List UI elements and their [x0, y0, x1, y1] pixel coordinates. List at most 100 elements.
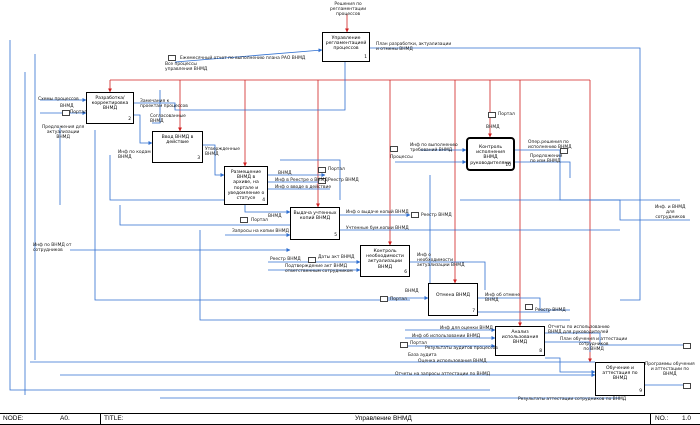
arrow-label: Инф для оценки ВНМД — [440, 326, 493, 331]
tunnel-tag — [525, 304, 533, 310]
arrow-label: Предложения по изм.ВНМД — [530, 154, 563, 164]
tunnel-tag — [683, 383, 691, 389]
title-label: TITLE: — [104, 415, 124, 422]
arrow-label: ВНМД — [60, 104, 74, 109]
arrow-label: Инф об отмене ВНМД — [485, 293, 520, 303]
title-value: Управление ВНМД — [355, 415, 412, 422]
arrow-label: Реестр ВНМД — [270, 257, 301, 262]
arrow-label: Инф по ВНМД от сотрудников — [33, 243, 72, 253]
box-10-title: Контроль исполнения ВНМД руководителями — [470, 145, 511, 166]
arrow-label: Оценка использования ВНМД — [418, 359, 487, 364]
box-3-number: 3 — [197, 155, 200, 161]
arrow-label: Инф в Реестре о ВНМД — [275, 178, 328, 183]
activity-box-8[interactable]: Анализ использования ВНМД 8 — [495, 326, 545, 356]
arrow-label: Инф о необходимости актуализации ВНМД — [417, 253, 465, 268]
arrow-label: Отчеты по использованию ВНМД для руковод… — [548, 325, 610, 335]
arrow-label: Портал — [328, 167, 345, 172]
box-6-number: 6 — [404, 269, 407, 275]
arrow-label: Учтенные бум.копии ВНМД — [346, 226, 409, 231]
arrow-label: Все процессы управления ВНМД — [165, 62, 208, 72]
tunnel-tag — [318, 167, 326, 173]
box-1-number: 1 — [364, 54, 367, 60]
control-arrows — [108, 14, 592, 363]
activity-box-1[interactable]: Управление регламентацией процессов 1 — [322, 32, 370, 62]
tunnel-tag — [168, 55, 176, 61]
arrow-label: Портал — [70, 110, 87, 115]
arrow-label: Опер.решения по исполнению ВНМД — [528, 140, 572, 150]
arrow-label: ВНМД — [486, 125, 500, 130]
arrow-label: Реестр ВНМД — [328, 178, 359, 183]
activity-box-5[interactable]: Выдача учтенных копий ВНМД 5 — [290, 207, 340, 240]
tunnel-tag — [411, 212, 419, 218]
arrow-label: Предложения для актуализации ВНМД — [42, 125, 85, 140]
arrow-label: Процессы — [390, 155, 413, 160]
box-9-title: Обучение и аттестация по ВНМД — [602, 366, 638, 382]
activity-box-4[interactable]: Размещение ВНМД в архиве, на портале и у… — [224, 166, 268, 205]
box-2-title: Разработка/ корректировка ВНМД — [91, 96, 129, 112]
tunnel-tag — [240, 217, 248, 223]
arrow-label: Инф по кодам ВНМД — [118, 150, 151, 160]
box-9-number: 9 — [639, 388, 642, 394]
arrow-label: Результаты аттестации сотрудников по ВНМ… — [518, 397, 627, 402]
arrow-label: Подтверждение акт ВНМД ответственным сот… — [285, 264, 353, 274]
arrow-label: Согласованные ВНМД — [150, 114, 186, 124]
arrow-label: Утвержденные ВНМД — [205, 147, 240, 157]
activity-box-3[interactable]: Ввод ВНМД в действие 3 — [152, 131, 203, 163]
arrow-label: Даты акт ВНМД — [318, 255, 355, 260]
arrow-label: Запросы на копии ВНМД — [232, 229, 289, 234]
box-5-number: 5 — [334, 232, 337, 238]
arrow-label: Результаты аудитов процессов — [425, 346, 498, 351]
arrow-label: Решения по регламентации процессов — [330, 2, 367, 17]
box-8-number: 8 — [539, 348, 542, 354]
arrow-label: Портал — [498, 112, 515, 117]
arrow-label: ВНМД — [405, 289, 419, 294]
tunnel-tag — [400, 342, 408, 348]
node-label: NODE: — [3, 415, 24, 422]
box-6-title: Контроль необходимости актуализации ВНМД — [366, 249, 404, 270]
tunnel-tag — [560, 148, 568, 154]
arrow-label: Инф по выполнению требований ВНМД — [410, 143, 458, 153]
tunnel-tag — [390, 146, 398, 152]
tunnel-tag — [308, 257, 316, 263]
activity-box-2[interactable]: Разработка/ корректировка ВНМД 2 — [86, 92, 134, 124]
arrow-label: План разработки, актуализации и отмены В… — [376, 42, 452, 52]
box-1-title: Управление регламентацией процессов — [325, 36, 367, 52]
arrow-label: Замечания к проектам процессов — [140, 99, 188, 109]
box-8-title: Анализ использования ВНМД — [501, 330, 539, 346]
arrow-label: План обучения и аттестации сотрудников п… — [560, 337, 628, 352]
box-7-title: Отмена ВНМД — [435, 293, 471, 298]
tunnel-tag — [683, 343, 691, 349]
arrow-label: Ежемесячный отчет по выполнению плана РА… — [180, 56, 306, 61]
tunnel-tag — [62, 110, 70, 116]
tunnel-tag — [380, 296, 388, 302]
activity-box-10[interactable]: Контроль исполнения ВНМД руководителями … — [466, 137, 515, 171]
tunnel-tag — [488, 112, 496, 118]
arrow-label: ВНМД — [278, 171, 292, 176]
arrow-label: ВНМД — [268, 214, 282, 219]
arrow-label: Отчеты на запросы аттестации по ВНМД — [395, 372, 491, 377]
arrow-label: Портал — [251, 218, 268, 223]
box-2-number: 2 — [128, 116, 131, 122]
box-10-number: 10 — [505, 162, 511, 168]
arrow-label: Реестр ВНМД — [421, 213, 452, 218]
arrow-label: Инф о выдаче копий ВНМД — [346, 210, 409, 215]
diagram-footer: NODE: A0. TITLE: Управление ВНМД NO.: 1.… — [0, 413, 700, 425]
tunnel-tag — [318, 178, 326, 184]
arrow-label: Схемы процессов — [38, 97, 79, 102]
arrow-label: Портал — [390, 297, 407, 302]
activity-box-7[interactable]: Отмена ВНМД 7 — [428, 283, 478, 316]
arrow-label: Портал — [410, 341, 427, 346]
flow-arrows — [9, 40, 690, 399]
number-value: 1.0 — [682, 415, 692, 422]
arrow-label: База аудита — [408, 353, 437, 358]
activity-box-6[interactable]: Контроль необходимости актуализации ВНМД… — [360, 245, 410, 277]
activity-box-9[interactable]: Обучение и аттестация по ВНМД 9 — [595, 362, 645, 396]
node-value: A0. — [60, 415, 70, 422]
box-7-number: 7 — [472, 308, 475, 314]
arrow-label: Реестр ВНМД — [535, 308, 566, 313]
arrow-label: Программы обучения и аттестации по ВНМД — [645, 362, 695, 377]
number-label: NO.: — [655, 415, 669, 422]
arrow-label: Инф. и ВНМД для сотрудников — [655, 205, 686, 220]
idef0-diagram — [9, 14, 690, 399]
box-4-number: 4 — [262, 197, 265, 203]
